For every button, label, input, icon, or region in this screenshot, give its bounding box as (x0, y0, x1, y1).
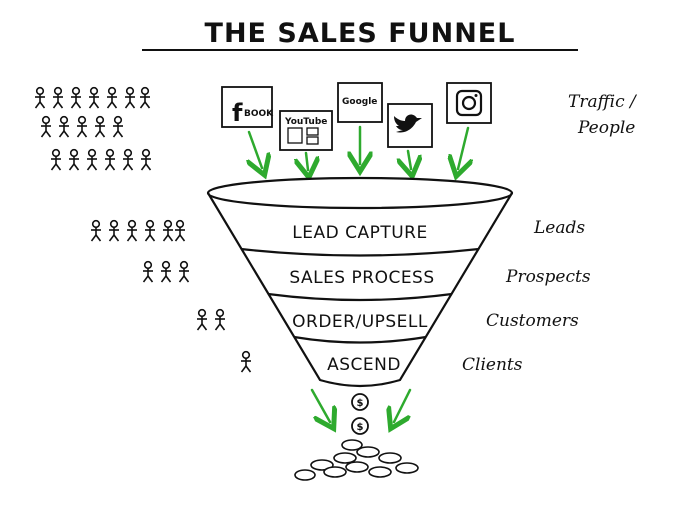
facebook-icon: f BOOK (221, 86, 274, 128)
twitter-icon (387, 103, 433, 148)
diagram-title: THE SALES FUNNEL (205, 18, 516, 49)
svg-text:$: $ (357, 422, 364, 433)
facebook-label: BOOK (244, 109, 274, 119)
svg-text:f: f (232, 99, 243, 127)
traffic-arrows (249, 125, 468, 170)
youtube-icon: YouTube (279, 110, 333, 151)
clients-people-group (240, 350, 252, 373)
prospects-people-group (142, 260, 190, 283)
stage-order-upsell: ORDER/UPSELL (292, 312, 428, 332)
funnel-rim (206, 176, 514, 210)
arrow-twitter (408, 149, 411, 169)
arrow-output-left (310, 388, 330, 422)
customers-people-group (196, 308, 226, 331)
funnel-divider-3 (293, 335, 427, 344)
funnel-body (207, 192, 513, 388)
dollar-coin-icon: $ (351, 393, 369, 411)
google-icon: Google (337, 82, 383, 123)
instagram-icon (446, 82, 492, 124)
arrow-instagram (458, 126, 468, 169)
dollar-coin-icon-2: $ (351, 417, 369, 435)
stage-lead-capture: LEAD CAPTURE (292, 223, 427, 243)
traffic-people-group (34, 86, 152, 171)
arrow-output-right (394, 388, 412, 422)
side-label-leads: Leads (533, 218, 585, 238)
funnel-divider-1 (240, 247, 480, 257)
google-label: Google (342, 97, 377, 107)
arrow-youtube (306, 151, 308, 170)
youtube-label: YouTube (284, 117, 327, 127)
stage-sales-process: SALES PROCESS (289, 268, 434, 288)
side-label-prospects: Prospects (505, 267, 591, 287)
svg-text:$: $ (357, 398, 364, 409)
arrow-facebook (249, 130, 262, 168)
traffic-label: Traffic / (568, 92, 638, 112)
coin-pile-icon (294, 439, 419, 481)
stage-ascend: ASCEND (327, 355, 401, 375)
people-label: People (577, 118, 635, 138)
side-label-clients: Clients (462, 355, 523, 375)
funnel-divider-2 (267, 292, 453, 302)
output-arrows (310, 388, 412, 422)
funnel (206, 176, 514, 388)
side-label-customers: Customers (486, 311, 579, 331)
leads-people-group (90, 219, 186, 242)
